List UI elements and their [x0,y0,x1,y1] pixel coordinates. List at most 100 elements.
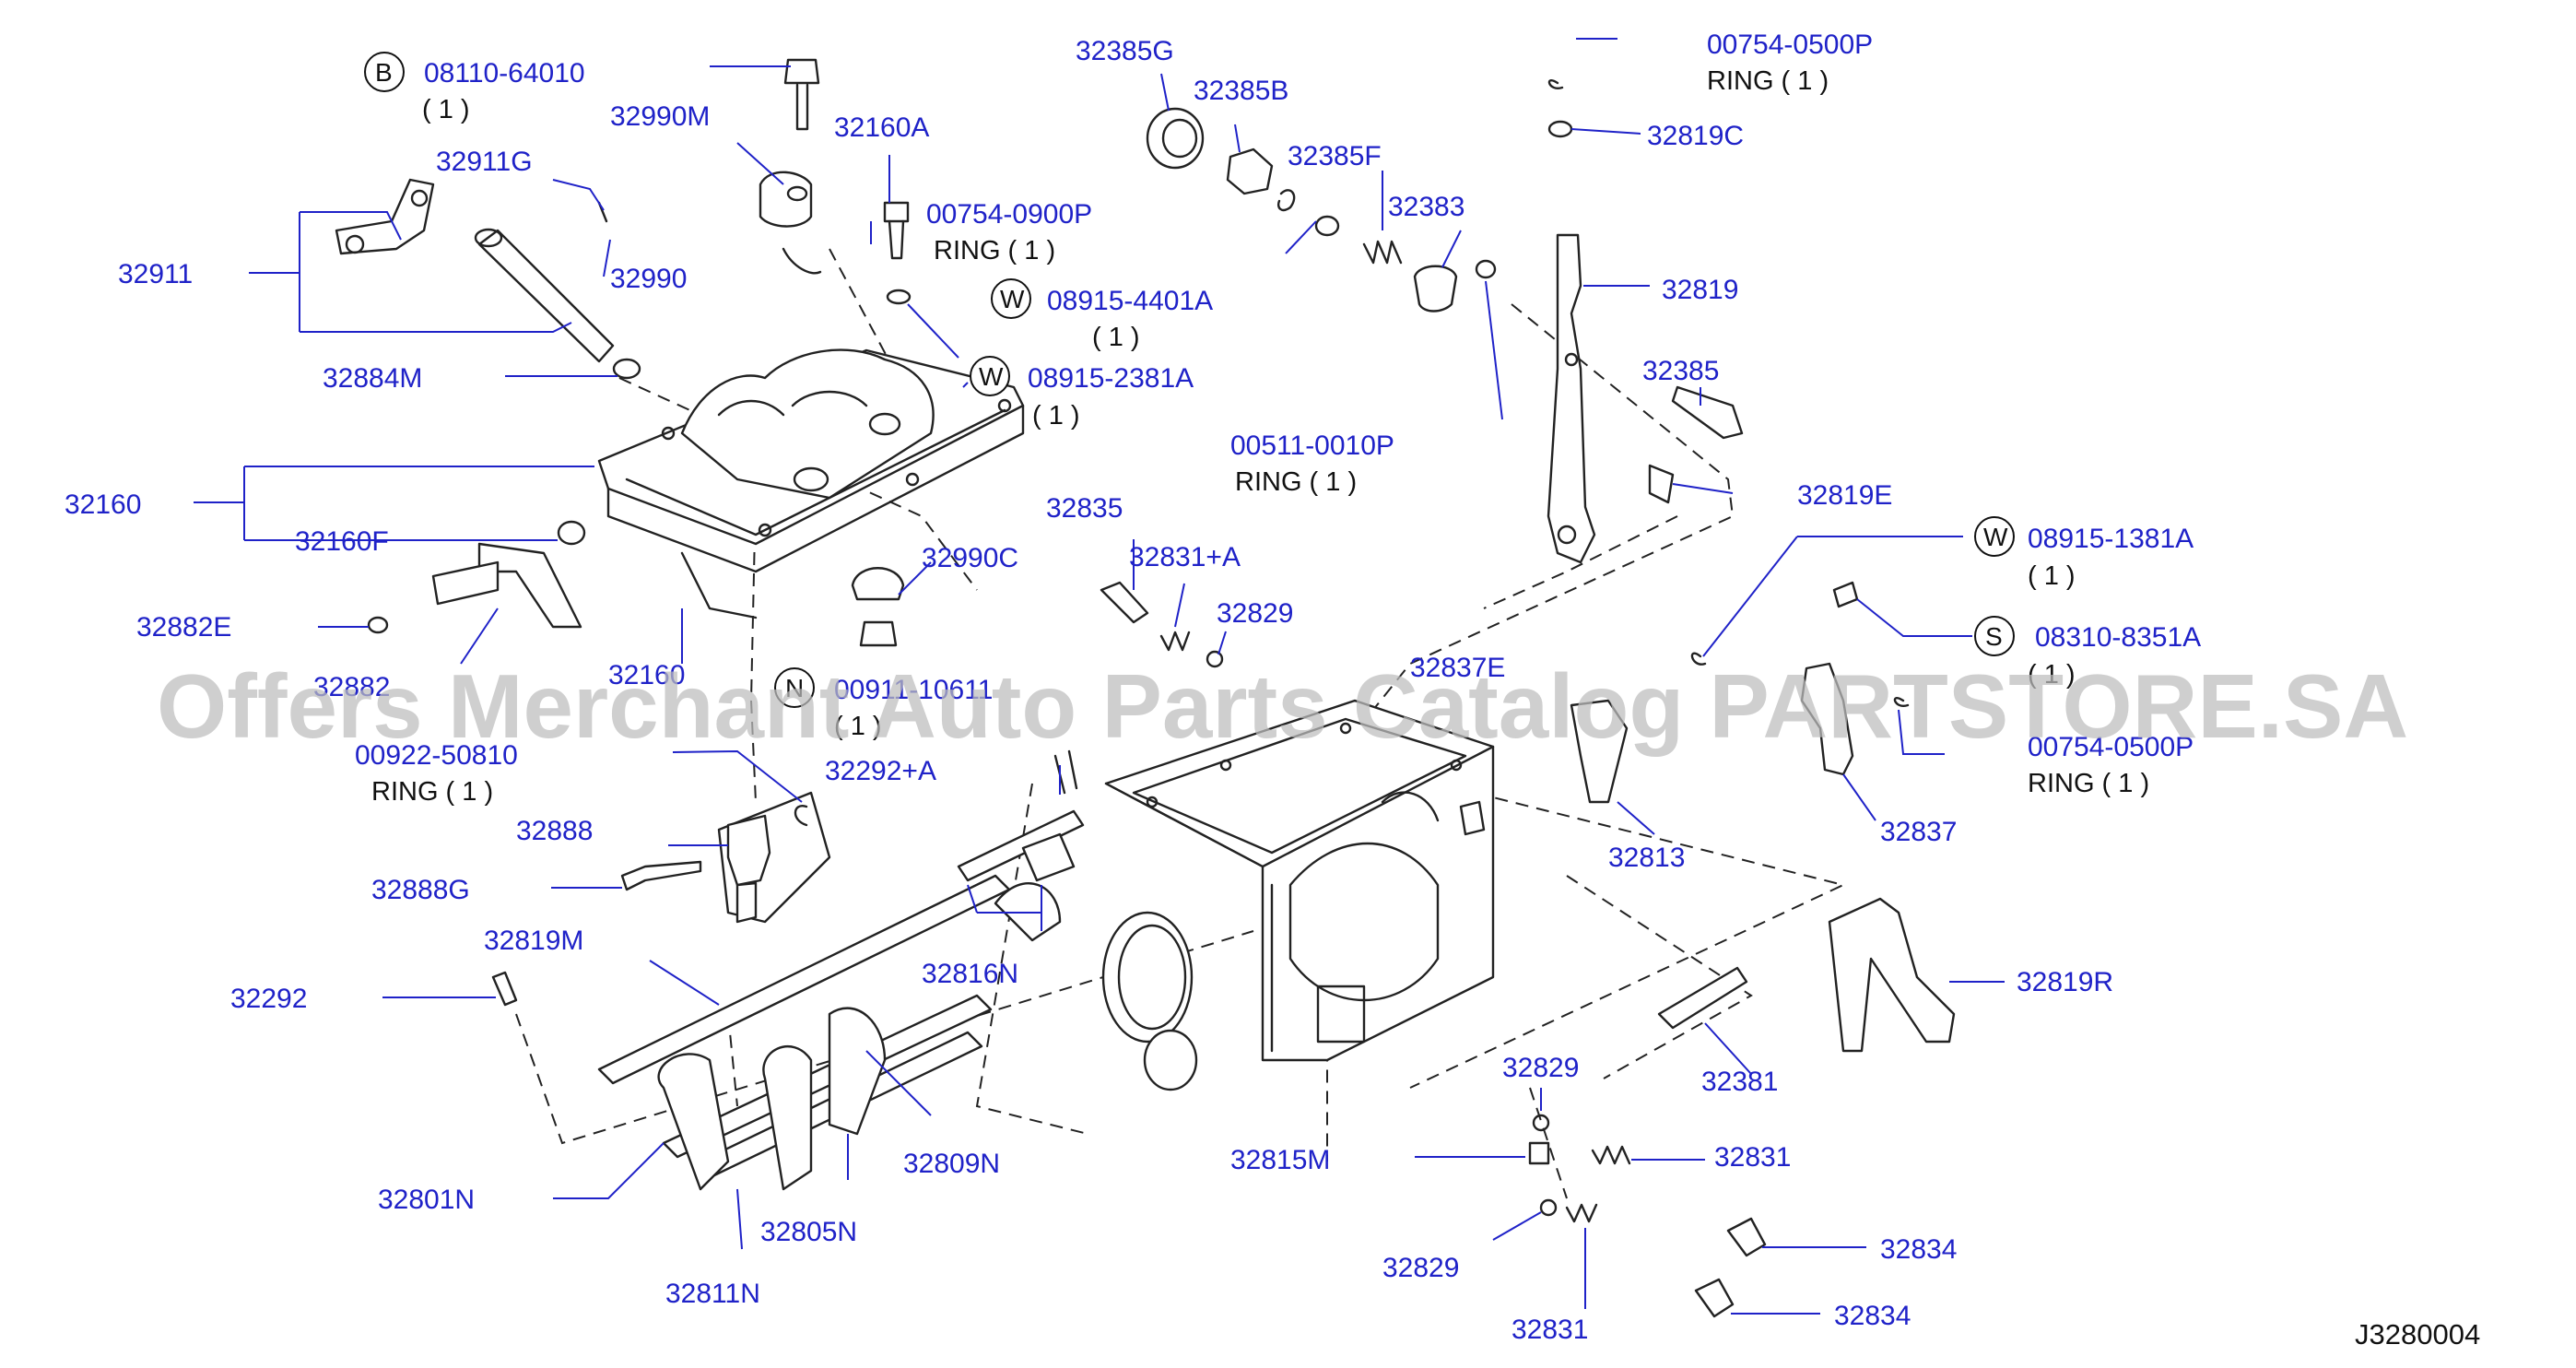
qty-00754-0500P-b: RING ( 1 ) [2028,769,2149,798]
label-08915-1381A[interactable]: 08915-1381A [2028,524,2194,554]
spring-32383a [1362,240,1403,265]
callout-letter-n: N [785,674,804,702]
label-32811N[interactable]: 32811N [665,1279,760,1309]
label-32835[interactable]: 32835 [1046,493,1123,524]
label-32809N[interactable]: 32809N [903,1149,1000,1179]
label-32831A[interactable]: 32831+A [1129,542,1241,572]
pin-32292 [491,971,518,1007]
label-32837[interactable]: 32837 [1880,817,1957,847]
shifter-32888 [726,814,771,924]
callout-letter-w3: W [1983,523,2008,551]
label-00511-0010P[interactable]: 00511-0010P [1230,430,1394,461]
shaft-32884M [474,228,641,380]
label-32160F[interactable]: 32160F [295,526,389,557]
lever-32819 [1547,233,1596,564]
label-32160A[interactable]: 32160A [834,112,929,143]
watermark: Offers Merchant Auto Parts Catalog PARTS… [157,655,2408,757]
ring-00754-0500P-top [1547,79,1564,89]
label-32385F[interactable]: 32385F [1288,141,1382,171]
label-32888G[interactable]: 32888G [371,875,470,905]
label-32819[interactable]: 32819 [1662,275,1738,305]
callout-letter-w2: W [979,362,1004,391]
top-cover-32160 [597,348,1025,619]
label-32819M[interactable]: 32819M [484,926,583,956]
plug-32882E [367,616,389,634]
label-00754-0500P-a[interactable]: 00754-0500P [1707,29,1873,60]
screw-08310 [1832,581,1859,608]
label-32911G[interactable]: 32911G [436,147,533,177]
label-08110-64010[interactable]: 08110-64010 [424,58,585,88]
bracket-32911 [335,178,435,255]
plug-32834b [1694,1278,1735,1318]
label-32381[interactable]: 32381 [1701,1067,1778,1097]
label-00754-0500P-b[interactable]: 00754-0500P [2028,732,2194,762]
label-32385[interactable]: 32385 [1642,356,1719,386]
label-32829-b[interactable]: 32829 [1502,1053,1579,1083]
label-08915-4401A[interactable]: 08915-4401A [1047,286,1213,316]
label-32813[interactable]: 32813 [1608,843,1685,873]
label-08310-8351A[interactable]: 08310-8351A [2035,622,2201,653]
ball-32829c [1539,1198,1558,1217]
nut-32385B [1226,147,1274,195]
label-00754-0900P[interactable]: 00754-0900P [926,199,1092,230]
label-32837E[interactable]: 32837E [1410,653,1505,683]
bracket-32882 [431,542,582,629]
label-32292A[interactable]: 32292+A [825,756,936,786]
spring-32831c [1565,1203,1598,1223]
label-32831-c[interactable]: 32831 [1511,1315,1588,1345]
label-32990C[interactable]: 32990C [922,543,1018,573]
qty-08915-2381A: ( 1 ) [1032,401,1080,430]
label-32385B[interactable]: 32385B [1194,76,1288,106]
callout-circle-b [364,52,405,92]
grommet-32990C [851,567,905,647]
plug-32834a [1726,1217,1767,1257]
qty-00754-0500P-a: RING ( 1 ) [1707,66,1829,96]
ring-00754-0500P-b [1893,697,1910,707]
label-32829-a[interactable]: 32829 [1217,598,1293,629]
label-32834-a[interactable]: 32834 [1880,1234,1957,1265]
plug-32160F [557,520,586,546]
label-32884M[interactable]: 32884M [323,363,422,394]
label-32383[interactable]: 32383 [1388,192,1464,222]
bolt-32160A [883,201,910,260]
label-32816N[interactable]: 32816N [922,959,1018,989]
label-32292[interactable]: 32292 [230,984,307,1014]
pin-32815M [1528,1141,1550,1165]
ball-32829b [1532,1114,1550,1132]
label-08915-2381A[interactable]: 08915-2381A [1028,363,1194,394]
clip-32385F [1277,189,1296,212]
label-32990M[interactable]: 32990M [610,101,710,132]
qty-00511-0010P: RING ( 1 ) [1235,467,1357,497]
shift-rail-assembly [597,791,1085,1191]
label-32819R[interactable]: 32819R [2017,967,2113,997]
callout-circle-w3 [1974,516,2015,557]
ring-00511 [1475,259,1497,279]
label-00911-10611[interactable]: 00911-10611 [834,675,993,705]
label-32160-b[interactable]: 32160 [608,660,685,690]
label-32819E[interactable]: 32819E [1797,480,1892,511]
label-32911[interactable]: 32911 [118,259,193,289]
label-32882E[interactable]: 32882E [136,612,231,643]
ball-32829a [1206,650,1224,668]
label-32831-b[interactable]: 32831 [1714,1142,1791,1173]
label-32801N[interactable]: 32801N [378,1185,475,1215]
bolt-08110 [783,58,820,131]
label-32888[interactable]: 32888 [516,816,593,846]
bolt-32888G [620,860,702,891]
seal-32385G [1146,107,1205,170]
label-32160[interactable]: 32160 [65,489,141,520]
label-00922-50810[interactable]: 00922-50810 [355,740,518,771]
qty-08915-1381A: ( 1 ) [2028,561,2076,591]
qty-00911-10611: ( 1 ) [834,712,882,741]
transmission-case [1101,699,1495,1091]
label-32829-c[interactable]: 32829 [1382,1253,1459,1283]
diagram-code: J3280004 [2355,1318,2480,1350]
label-32882[interactable]: 32882 [313,672,390,702]
label-32385G[interactable]: 32385G [1076,36,1174,66]
label-32834-b[interactable]: 32834 [1834,1301,1911,1331]
label-32819C[interactable]: 32819C [1647,121,1744,151]
label-32990[interactable]: 32990 [610,264,687,294]
qty-00754-0900P: RING ( 1 ) [934,236,1055,265]
label-32805N[interactable]: 32805N [760,1217,857,1247]
label-32815M[interactable]: 32815M [1230,1145,1330,1175]
